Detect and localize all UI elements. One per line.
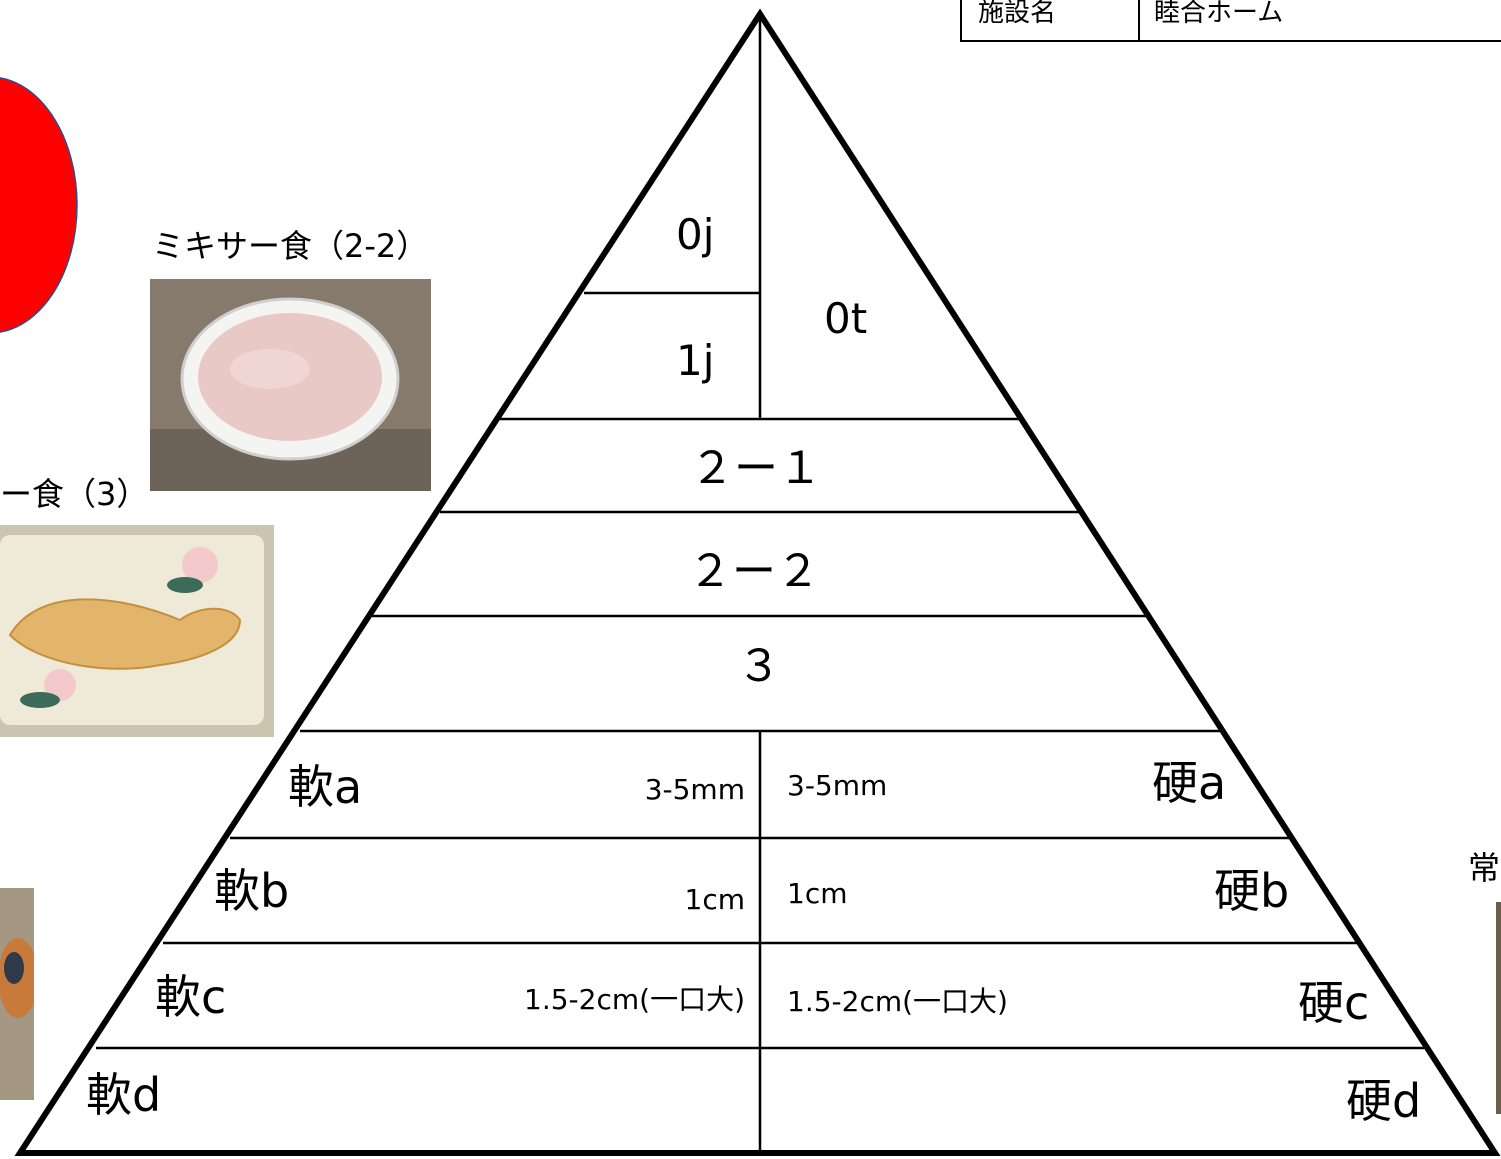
photo-left-partial [0, 888, 34, 1100]
size-soft-a: 3-5mm [644, 773, 745, 806]
size-soft-b: 1cm [684, 883, 745, 916]
facility-value: 睦合ホーム [1154, 0, 1284, 28]
pyramid-outline [14, 8, 1501, 1156]
left-partial-image [0, 888, 34, 1100]
size-hard-a: 3-5mm [787, 769, 888, 802]
size-soft-c: 1.5-2cm(一口大) [524, 983, 745, 1016]
red-ellipse-shape [0, 77, 78, 333]
label-2-1: ２ー１ [690, 443, 822, 494]
label-hard-a: 硬a [1152, 756, 1227, 810]
photo-caption-mixer-3: ー食（3） [0, 475, 149, 513]
label-3: ３ [737, 641, 781, 692]
facility-header: 施設名 [978, 0, 1057, 28]
label-soft-c: 軟c [155, 970, 227, 1024]
label-hard-d: 硬d [1346, 1074, 1422, 1128]
size-hard-b: 1cm [787, 877, 848, 910]
label-2-2: ２ー２ [688, 546, 820, 597]
photo-caption-normal: 常 [1468, 849, 1501, 887]
facility-table-divider [1138, 0, 1140, 40]
label-hard-b: 硬b [1214, 864, 1290, 918]
fish-plate-image [0, 525, 274, 737]
photo-right-partial [1496, 902, 1501, 1114]
size-hard-c: 1.5-2cm(一口大) [787, 985, 1008, 1018]
label-hard-c: 硬c [1298, 976, 1370, 1030]
photo-caption-mixer-2-2: ミキサー食（2-2） [152, 227, 429, 265]
label-0j: 0j [676, 210, 715, 259]
photo-mixer-3 [0, 525, 274, 737]
label-1j: 1j [676, 336, 715, 385]
label-0t: 0t [824, 294, 868, 343]
label-soft-b: 軟b [214, 864, 290, 918]
photo-mixer-2-2 [150, 279, 431, 491]
label-soft-a: 軟a [288, 760, 363, 814]
puree-bowl-image [150, 279, 431, 491]
label-soft-d: 軟d [86, 1068, 162, 1122]
pyramid [14, 8, 1501, 1156]
facility-table: 施設名 睦合ホーム [960, 0, 1501, 42]
